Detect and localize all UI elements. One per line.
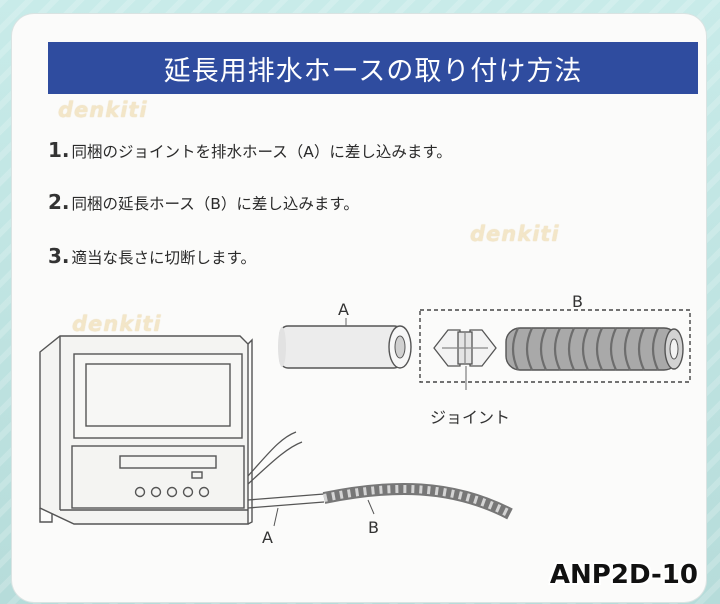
- watermark: denkiti: [72, 312, 162, 336]
- model-number: ANP2D-10: [549, 560, 698, 590]
- assembly-box: [419, 309, 691, 383]
- dishwasher-illustration: [39, 335, 253, 525]
- page-title: 延長用排水ホースの取り付け方法: [163, 55, 583, 87]
- step-3: 3.適当な長さに切断します。: [48, 244, 256, 268]
- watermark: denkiti: [58, 98, 148, 122]
- step-number: 2.: [48, 190, 70, 214]
- step-2: 2.同梱の延長ホース（B）に差し込みます。: [48, 190, 359, 214]
- leader-line: [273, 507, 279, 527]
- joint-illustration: [433, 329, 497, 367]
- watermark: denkiti: [470, 222, 560, 246]
- label-joint: ジョイント: [430, 408, 511, 427]
- instruction-card: 延長用排水ホースの取り付け方法 denkiti denkiti denkiti …: [12, 14, 706, 602]
- extension-hose-b: [322, 482, 513, 520]
- step-text: 適当な長さに切断します。: [71, 249, 256, 267]
- label-a-top: A: [338, 300, 349, 319]
- drain-hose-a: [247, 431, 325, 509]
- label-a-bottom: A: [262, 528, 273, 547]
- tube-a-illustration: [278, 325, 412, 369]
- step-number: 3.: [48, 244, 70, 268]
- step-text: 同梱のジョイントを排水ホース（A）に差し込みます。: [71, 143, 452, 161]
- label-b-top: B: [572, 292, 583, 311]
- step-text: 同梱の延長ホース（B）に差し込みます。: [71, 195, 359, 213]
- hose-b-illustration: [505, 327, 684, 371]
- label-b-bottom: B: [368, 518, 379, 537]
- step-number: 1.: [48, 138, 70, 162]
- installation-diagram: [39, 309, 691, 527]
- leader-line: [367, 499, 375, 515]
- title-bar: 延長用排水ホースの取り付け方法: [48, 42, 698, 94]
- step-1: 1.同梱のジョイントを排水ホース（A）に差し込みます。: [48, 138, 452, 162]
